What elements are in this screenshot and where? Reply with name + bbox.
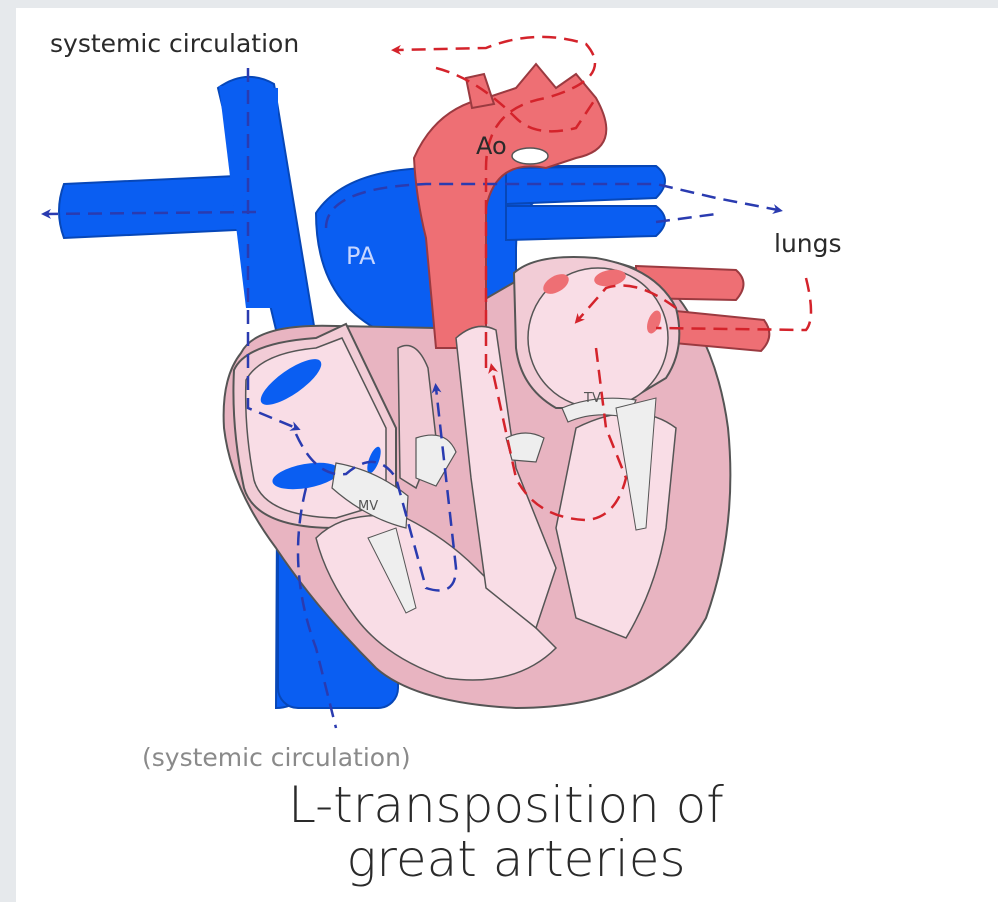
- label-systemic-bottom: (systemic circulation): [142, 743, 411, 772]
- label-systemic-top: systemic circulation: [50, 29, 299, 58]
- label-mv: MV: [358, 499, 378, 514]
- diagram-frame: systemic circulation lungs PA Ao MV TV (…: [16, 8, 998, 902]
- heart-diagram: systemic circulation lungs PA Ao MV TV (…: [16, 8, 998, 902]
- left-blue-vessel: [59, 176, 256, 238]
- title-line-2: great arteries: [166, 834, 866, 884]
- title-line-1: L-transposition of: [156, 780, 856, 830]
- label-pa: PA: [346, 242, 376, 270]
- label-tv: TV: [583, 391, 601, 406]
- label-ao: Ao: [476, 132, 507, 160]
- label-lungs: lungs: [774, 229, 842, 258]
